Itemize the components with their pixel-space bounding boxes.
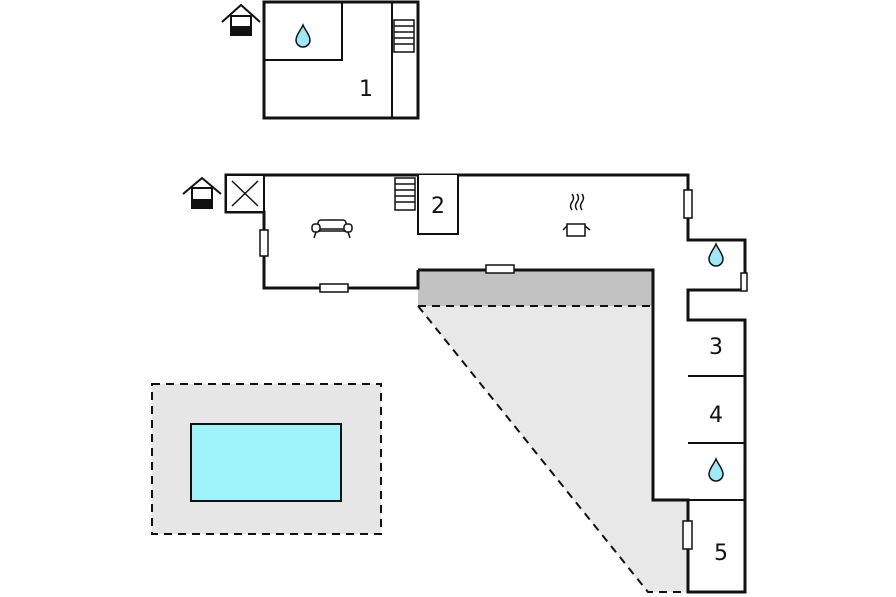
water-drop-icon	[708, 456, 724, 482]
room-label-5: 5	[714, 541, 728, 566]
window	[682, 520, 693, 550]
terraces	[417, 270, 688, 593]
void-cross-icon	[225, 174, 265, 213]
cooking-pot-icon	[562, 193, 591, 237]
entrance-house-icon	[221, 3, 261, 36]
water-drop-icon	[295, 22, 311, 48]
windows	[259, 189, 748, 550]
room-label-3: 3	[709, 335, 723, 360]
open-terrace	[418, 306, 688, 592]
room-2-walls	[417, 175, 459, 235]
entrance-house-icon	[182, 176, 222, 209]
room-label-1: 1	[359, 77, 373, 102]
room-label-4: 4	[709, 403, 723, 428]
water-drop-icon	[708, 241, 724, 267]
window	[683, 189, 693, 219]
open-terrace-border	[417, 305, 688, 593]
swimming-pool	[190, 423, 342, 502]
ground-floor: 2 3 4 5	[224, 173, 748, 594]
staircase-icon	[393, 19, 415, 53]
window	[259, 229, 269, 257]
window	[740, 272, 748, 292]
staircase-icon	[394, 177, 416, 211]
window	[319, 283, 349, 293]
window	[485, 264, 515, 274]
room-label-2: 2	[431, 194, 445, 219]
pool-area	[151, 383, 382, 535]
sofa-icon	[311, 219, 353, 239]
covered-terrace	[418, 270, 653, 306]
upper-floor: 1	[262, 0, 420, 120]
upper-bathroom-wall	[264, 2, 343, 61]
